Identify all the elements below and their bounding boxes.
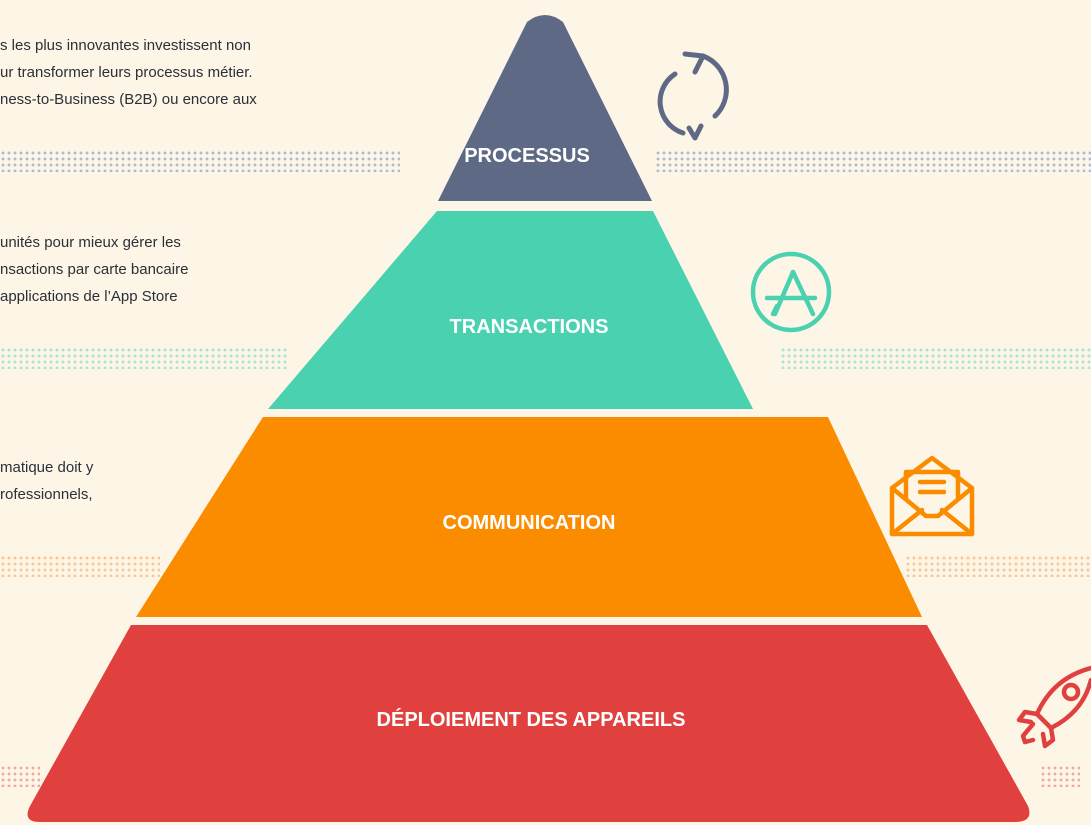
dotted-divider-processus-left [0,150,400,172]
communication-description: matique doit y rofessionnels, [0,454,93,508]
transactions-description: unités pour mieux gérer les nsactions pa… [0,229,188,310]
communication-line-1: matique doit y [0,459,94,476]
dotted-divider-communication-right [905,555,1091,577]
layer-label-processus: PROCESSUS [464,145,590,167]
transactions-line-3: applications de l’App Store [0,288,178,305]
dotted-divider-transactions-right [780,347,1091,369]
dotted-divider-deploiement-right [1040,765,1080,787]
transactions-line-1: unités pour mieux gérer les [0,234,181,251]
transactions-line-2: nsactions par carte bancaire [0,261,189,278]
layer-processus [438,15,652,201]
processus-line-1: s les plus innovantes investissent non [0,37,251,54]
layer-label-deploiement: DÉPLOIEMENT DES APPAREILS [377,708,686,731]
dotted-divider-communication-left [0,555,160,577]
layer-deploiement [27,625,1030,822]
processus-description: s les plus innovantes investissent non u… [0,32,257,113]
processus-line-3: ness-to-Business (B2B) ou encore aux [0,91,257,108]
open-envelope-icon [889,455,975,537]
dotted-divider-processus-right [655,150,1091,172]
app-store-icon [750,251,832,333]
layer-label-transactions: TRANSACTIONS [450,316,609,338]
sync-icon [657,51,729,141]
layer-label-communication: COMMUNICATION [443,512,616,534]
layer-transactions [268,211,753,409]
communication-line-2: rofessionnels, [0,486,93,503]
rocket-icon [1016,665,1091,749]
dotted-divider-deploiement-left [0,765,40,787]
layer-communication [136,417,922,617]
dotted-divider-transactions-left [0,347,288,369]
processus-line-2: ur transformer leurs processus métier. [0,64,253,81]
